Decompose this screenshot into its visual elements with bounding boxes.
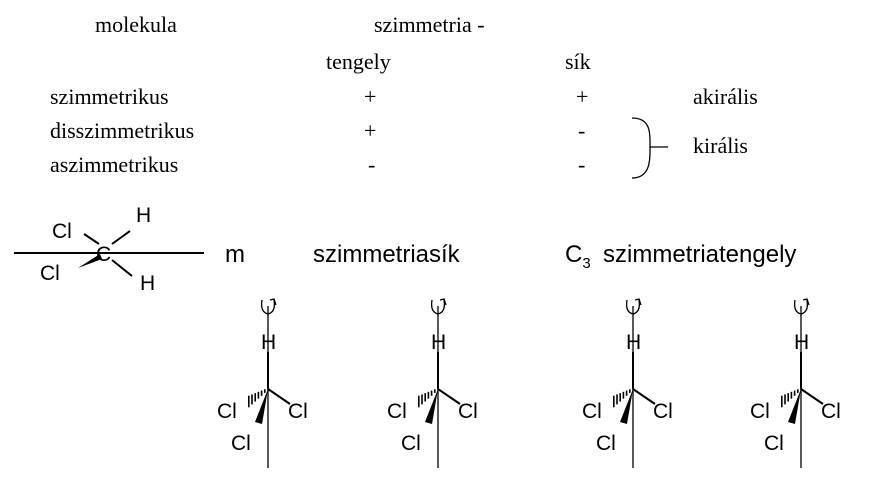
symmetry-table: molekula szimmetria - tengely sík szimme… [50, 12, 758, 179]
header-axis: tengely [326, 49, 391, 74]
atom-h: H [431, 331, 446, 354]
rotation-arrow-icon [430, 299, 446, 315]
rotation-arrow-icon [625, 299, 641, 315]
atom-cl-left: Cl [750, 400, 770, 423]
atom-cl-right: Cl [288, 400, 308, 423]
atom-cl-right: Cl [821, 400, 841, 423]
row-name: szimmetrikus [50, 84, 169, 109]
row-plane-value: - [578, 118, 585, 143]
atom-c: C [96, 243, 111, 266]
row-plane-value: - [578, 152, 585, 177]
bond-c-cl-top [83, 233, 100, 245]
axis-caption: C3 szimmetriatengely [565, 241, 796, 272]
row-axis-value: + [364, 84, 376, 109]
achiral-label: akirális [693, 84, 758, 109]
atom-cl-right: Cl [458, 400, 478, 423]
atom-cl-top: Cl [52, 220, 72, 243]
wedge-bond-c-cl-bottom [78, 254, 102, 268]
wedge-bond-c-cl-bottom [620, 389, 633, 424]
header-plane: sík [565, 49, 591, 74]
header-symmetry: szimmetria - [374, 12, 485, 37]
rotation-arrowhead-icon [634, 298, 642, 306]
atom-cl-bottom: Cl [231, 432, 251, 455]
wedge-bond-c-cl-bottom [425, 389, 438, 424]
rotation-arrow-icon [793, 299, 809, 315]
axis-symbol: C3 [565, 241, 591, 272]
atom-cl-bottom: Cl [764, 432, 784, 455]
row-name: disszimmetrikus [50, 118, 194, 143]
atom-cl-bottom: Cl [401, 432, 421, 455]
bond-c-cl-right [632, 388, 656, 405]
rotation-arrow-icon [260, 299, 276, 315]
atom-cl-left: Cl [582, 400, 602, 423]
atom-cl-left: Cl [387, 400, 407, 423]
table-row: disszimmetrikus + - [50, 118, 585, 143]
atom-h: H [261, 331, 276, 354]
atom-cl-bottom: Cl [40, 262, 60, 285]
table-row: szimmetrikus + + [50, 84, 588, 109]
axis-caption-text: szimmetriatengely [603, 241, 796, 268]
atom-h-bottom: H [140, 272, 155, 295]
bond-c-cl-right [800, 388, 824, 405]
bond-c-h-top [111, 230, 131, 245]
plane-symbol: m [225, 241, 245, 268]
atom-cl-left: Cl [217, 400, 237, 423]
rotation-arrowhead-icon [439, 298, 447, 306]
atom-cl-right: Cl [653, 400, 673, 423]
bond-c-h-bottom [111, 259, 133, 277]
plane-caption: szimmetriasík [313, 241, 461, 268]
row-name: aszimmetrikus [50, 152, 178, 177]
chiral-brace [631, 117, 668, 179]
atom-h: H [794, 331, 809, 354]
atom-cl-bottom: Cl [596, 432, 616, 455]
atom-h-top: H [136, 204, 151, 227]
row-axis-value: + [364, 118, 376, 143]
wedge-bond-c-cl-bottom [255, 389, 268, 424]
bond-c-cl-right [267, 388, 291, 405]
bond-c-cl-right [437, 388, 461, 405]
rotation-arrowhead-icon [269, 298, 277, 306]
chiral-label: királis [693, 133, 748, 158]
rotation-arrowhead-icon [802, 298, 810, 306]
table-row: aszimmetrikus - - [50, 152, 585, 177]
row-axis-value: - [368, 152, 375, 177]
row-plane-value: + [576, 84, 588, 109]
atom-h: H [626, 331, 641, 354]
wedge-bond-c-cl-bottom [788, 389, 801, 424]
molecule-ch2cl2: Cl Cl C H H [14, 204, 204, 295]
header-molecule: molekula [95, 12, 177, 37]
